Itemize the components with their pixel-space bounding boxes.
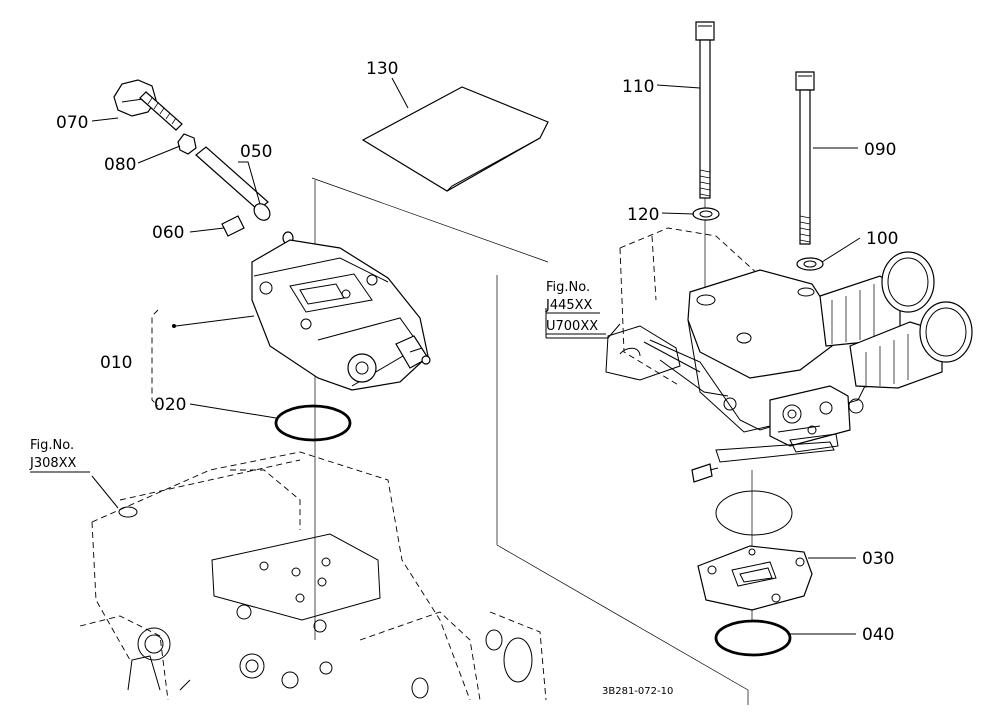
label-010: 010 xyxy=(100,353,132,373)
label-060: 060 xyxy=(152,223,184,243)
drawing-code: 3B281-072-10 xyxy=(602,686,673,697)
label-100: 100 xyxy=(866,229,898,249)
label-050: 050 xyxy=(240,142,272,162)
fig-ref-right-2: U700XX xyxy=(546,319,598,334)
fig-ref-left-1: J308XX xyxy=(29,456,77,471)
leader-lines xyxy=(91,77,861,635)
right-oring-upper xyxy=(715,490,793,536)
part-100-washer xyxy=(796,257,824,271)
right-valve-assembly xyxy=(605,227,973,483)
fig-ref-right-1: J445XX xyxy=(545,298,593,313)
fig-ref-left-title: Fig.No. xyxy=(30,438,74,453)
fig-ref-right-title: Fig.No. xyxy=(546,280,590,295)
part-010-bracket xyxy=(151,309,255,407)
part-020-oring xyxy=(274,404,352,442)
label-030: 030 xyxy=(862,549,894,569)
left-housing xyxy=(79,451,547,701)
label-070: 070 xyxy=(56,113,88,133)
label-120: 120 xyxy=(627,205,659,225)
label-040: 040 xyxy=(862,625,894,645)
part-070-knob xyxy=(113,79,183,131)
part-030-plate xyxy=(697,545,813,611)
label-110: 110 xyxy=(622,77,654,97)
part-130-sheet xyxy=(361,86,549,192)
part-120-washer xyxy=(692,207,720,221)
label-130: 130 xyxy=(366,59,398,79)
part-060-pin xyxy=(221,215,245,237)
part-040-oring xyxy=(714,619,792,657)
part-090-bolt xyxy=(795,71,815,245)
part-110-bolt xyxy=(695,21,715,199)
label-080: 080 xyxy=(104,155,136,175)
label-090: 090 xyxy=(864,140,896,160)
part-labels: 070 080 050 060 010 020 130 110 120 090 … xyxy=(56,59,898,645)
label-020: 020 xyxy=(154,395,186,415)
part-010-valve xyxy=(251,239,431,391)
figure-references: Fig.No. J445XX U700XX Fig.No. J308XX xyxy=(29,280,606,473)
part-080-nut xyxy=(177,133,197,155)
